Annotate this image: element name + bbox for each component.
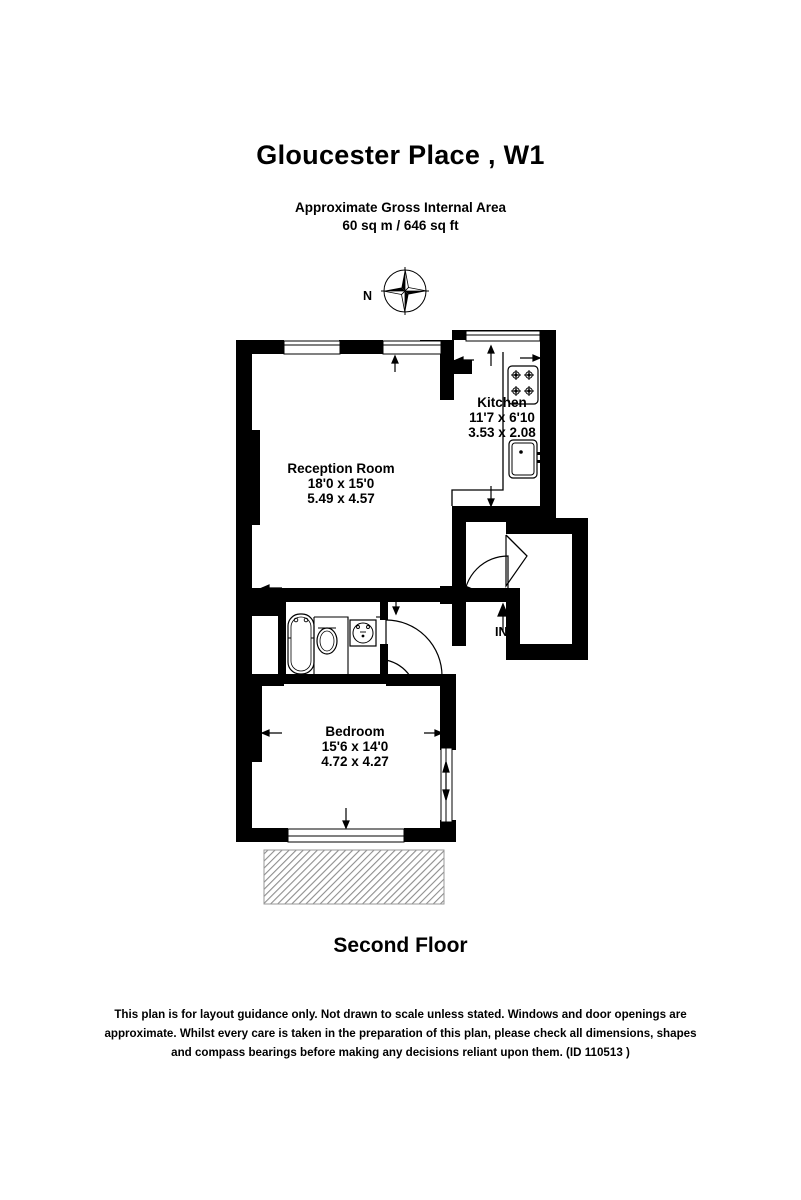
- bedroom-name: Bedroom: [325, 724, 385, 739]
- disclaimer-text: This plan is for layout guidance only. N…: [104, 1008, 697, 1059]
- reception-room-dim-imperial: 18'0 x 15'0: [307, 476, 375, 491]
- entrance-in-label: IN: [495, 625, 508, 639]
- page-title: Gloucester Place , W1: [256, 140, 545, 170]
- bedroom-dim-imperial: 15'6 x 14'0: [321, 739, 389, 754]
- room-label-kitchen: Kitchen 11'7 x 6'10 3.53 x 2.08: [422, 395, 582, 440]
- kitchen-name: Kitchen: [477, 395, 527, 410]
- reception-room-dim-metric: 5.49 x 4.57: [307, 491, 375, 506]
- bathtub-icon: [287, 613, 315, 675]
- balcony-terrace: [263, 849, 445, 905]
- window-kitchen-top: [465, 330, 541, 342]
- bedroom-dim-metric: 4.72 x 4.27: [321, 754, 389, 769]
- bathroom-counter: [313, 616, 380, 674]
- walls: [236, 330, 588, 842]
- area-value: 60 sq m / 646 sq ft: [342, 218, 459, 233]
- compass-rose-icon: [381, 267, 429, 315]
- compass-north-label: N: [363, 289, 373, 303]
- window-reception-right: [382, 340, 442, 355]
- kitchen-dim-metric: 3.53 x 2.08: [468, 425, 536, 440]
- window-bedroom-bottom: [287, 828, 405, 843]
- floor-label: Second Floor: [333, 934, 468, 957]
- reception-room-name: Reception Room: [287, 461, 395, 476]
- stove-hob-icon: [507, 365, 539, 405]
- area-heading: Approximate Gross Internal Area: [294, 200, 507, 215]
- wash-basin-icon: [349, 619, 377, 647]
- kitchen-counter: [451, 352, 504, 506]
- kitchen-dim-imperial: 11'7 x 6'10: [469, 410, 535, 425]
- door-swings: [385, 534, 528, 677]
- room-label-reception-room: Reception Room 18'0 x 15'0 5.49 x 4.57: [241, 461, 441, 506]
- window-reception-left: [283, 340, 341, 355]
- dimension-arrows: [260, 344, 542, 830]
- toilet-icon: [316, 627, 338, 655]
- kitchen-sink-icon: [508, 439, 541, 479]
- room-label-bedroom: Bedroom 15'6 x 14'0 4.72 x 4.27: [255, 724, 455, 769]
